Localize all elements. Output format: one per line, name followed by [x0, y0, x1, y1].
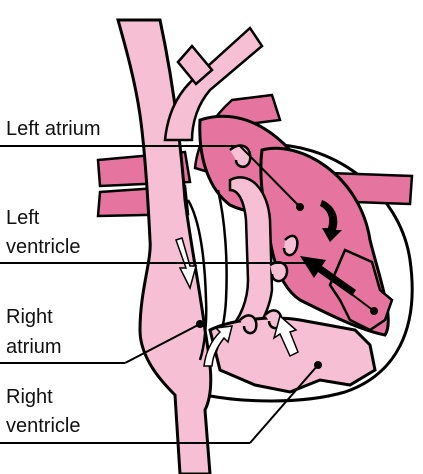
mitral-valve — [284, 236, 297, 255]
label-left-ventricle-line1: Left — [6, 206, 39, 230]
label-right-ventricle-line2: ventricle — [6, 414, 80, 438]
label-right-atrium-line1: Right — [6, 305, 53, 329]
label-right-atrium-line2: atrium — [6, 335, 62, 359]
aortic-valve — [270, 262, 287, 281]
label-left-atrium: Left atrium — [6, 117, 100, 141]
label-left-ventricle-line2: ventricle — [6, 235, 80, 259]
label-right-ventricle-line1: Right — [6, 385, 53, 409]
